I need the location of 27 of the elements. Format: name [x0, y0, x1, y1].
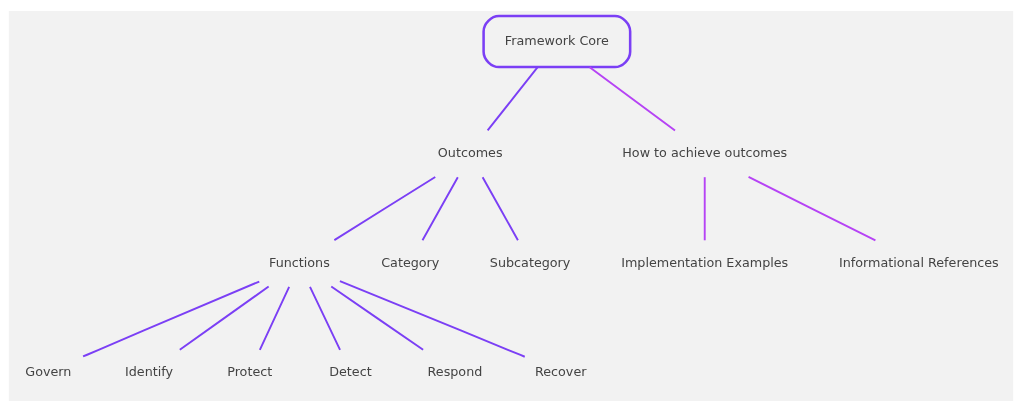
node-text: Outcomes	[437, 144, 503, 160]
connector	[330, 285, 425, 351]
node-text: Govern	[25, 364, 72, 380]
connector	[481, 176, 519, 242]
connector	[421, 176, 459, 242]
node-text: Identify	[125, 364, 174, 380]
connector	[703, 176, 706, 242]
node-text: How to achieve outcomes	[622, 144, 788, 160]
node-text: Implementation Examples	[621, 254, 789, 270]
connector	[82, 280, 261, 358]
connector	[178, 285, 270, 351]
node-text: Respond	[427, 364, 483, 380]
node-box: Framework Core	[482, 14, 632, 69]
connector	[338, 280, 526, 358]
node-text: Subcategory	[489, 254, 571, 270]
node-text: Category	[381, 254, 440, 270]
node-text: Recover	[534, 364, 587, 380]
node-text: Informational References	[838, 254, 999, 270]
node-text: Protect	[227, 364, 273, 380]
connector	[747, 176, 877, 242]
connector	[309, 285, 341, 351]
connector	[258, 285, 291, 351]
node-text: Functions	[269, 254, 330, 270]
connector	[588, 66, 676, 132]
connector	[486, 66, 539, 132]
node-text: Detect	[329, 364, 372, 380]
connector	[333, 176, 437, 242]
